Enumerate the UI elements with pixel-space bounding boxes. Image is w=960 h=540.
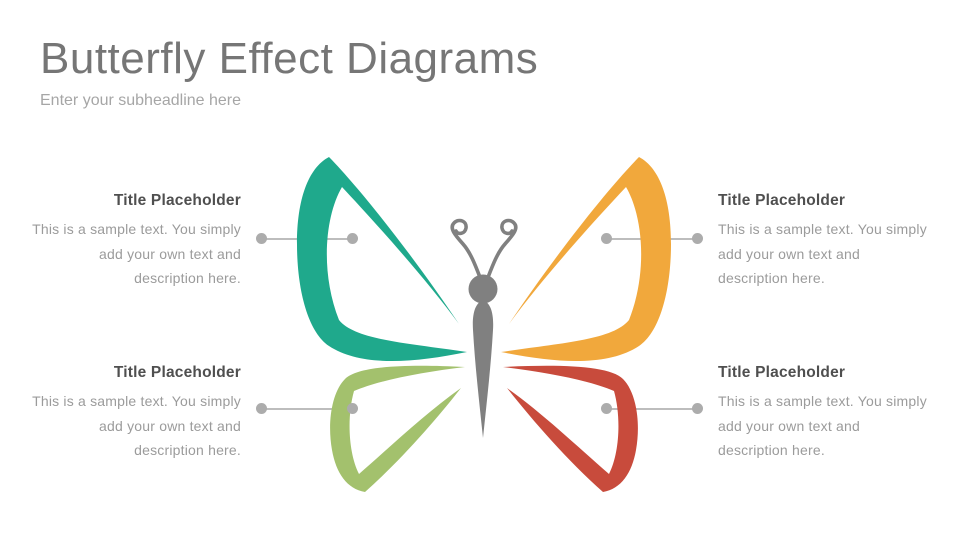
text-block-top-left: Title Placeholder This is a sample text.… (19, 192, 241, 291)
butterfly-body (472, 300, 494, 438)
text-block-bottom-left: Title Placeholder This is a sample text.… (19, 364, 241, 463)
page-subtitle: Enter your subheadline here (40, 92, 242, 109)
wing-top-left-shape (297, 157, 467, 362)
antenna-left (450, 218, 483, 282)
page-title: Butterfly Effect Diagrams (40, 34, 539, 83)
block-title: Title Placeholder (113, 364, 241, 381)
block-body: This is a sample text. You simply add yo… (718, 221, 927, 286)
antenna-right (485, 218, 518, 282)
connector-line-bottom-left (261, 408, 353, 410)
text-block-bottom-right: Title Placeholder This is a sample text.… (718, 364, 940, 463)
block-body: This is a sample text. You simply add yo… (32, 393, 241, 458)
wing-bottom-right-shape (503, 365, 638, 492)
wing-top-right-shape (501, 157, 671, 362)
butterfly-illustration (297, 157, 671, 492)
block-title: Title Placeholder (718, 364, 846, 381)
block-body: This is a sample text. You simply add yo… (718, 393, 927, 458)
connector-line-bottom-right (606, 408, 698, 410)
text-block-top-right: Title Placeholder This is a sample text.… (718, 192, 940, 291)
block-title: Title Placeholder (113, 192, 241, 209)
wing-bottom-left-shape (330, 365, 465, 492)
butterfly-head (468, 274, 498, 304)
block-title: Title Placeholder (718, 192, 846, 209)
block-body: This is a sample text. You simply add yo… (32, 221, 241, 286)
